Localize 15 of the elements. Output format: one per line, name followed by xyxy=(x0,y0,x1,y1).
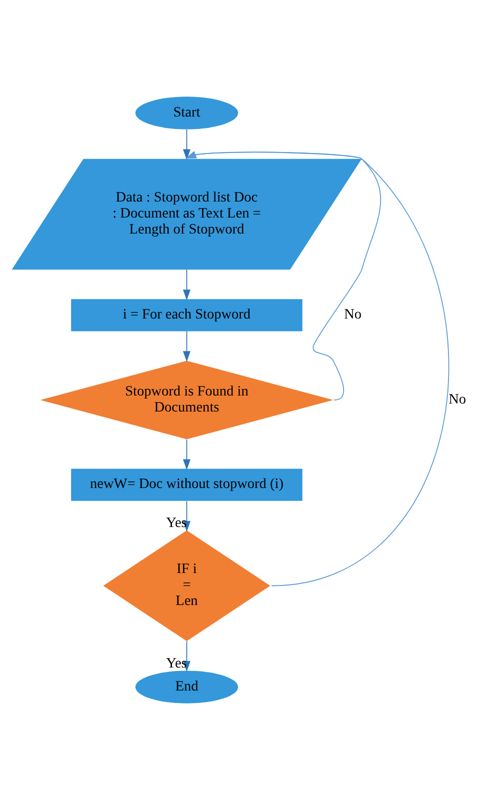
arrow xyxy=(182,269,190,300)
arrow xyxy=(182,330,190,362)
node-diamond: IF i = Len xyxy=(103,530,270,642)
edge-label: Yes xyxy=(166,514,187,531)
edge-label: No xyxy=(448,391,466,408)
edge-label: No xyxy=(344,306,362,323)
node-box: newW= Doc without stopword (i) xyxy=(71,468,302,501)
node-ellipse: Start xyxy=(135,96,238,130)
node-ellipse: End xyxy=(135,670,238,704)
edge-label: Yes xyxy=(166,655,187,672)
node-box: i = For each Stopword xyxy=(71,299,302,332)
node-diamond: Stopword is Found in Documents xyxy=(40,360,334,440)
arrow xyxy=(182,439,190,470)
arrow xyxy=(185,151,450,586)
arrow xyxy=(182,128,190,160)
